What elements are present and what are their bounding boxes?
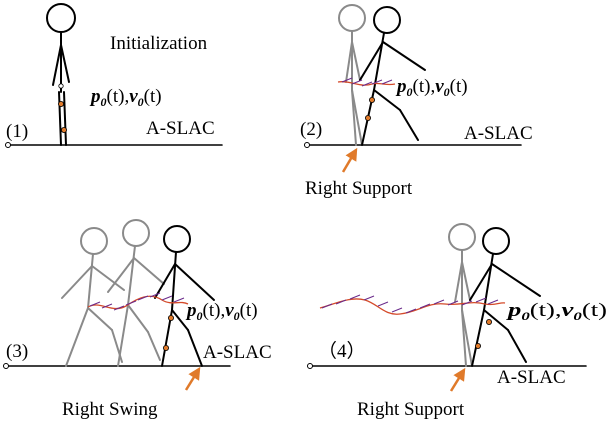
formula: p0(t),v0(t): [185, 300, 258, 323]
phase-caption: Initialization: [110, 33, 208, 54]
ground-origin-marker: [3, 363, 9, 369]
walker-figure: [154, 225, 215, 367]
past-walker-figure: [338, 4, 366, 146]
trajectory: [319, 294, 506, 315]
phase-caption: Right Support: [305, 178, 413, 199]
past-walker-figure: [448, 223, 476, 367]
swing-arrow: [184, 366, 201, 391]
panel-number: (2): [300, 119, 322, 140]
panel-3: (3) A-SLAC Right Swing p0(t),v0(t): [3, 219, 272, 420]
walker-figure: [359, 6, 426, 146]
trajectory: [87, 292, 189, 311]
phase-caption: Right Support: [357, 399, 465, 420]
panel-number: (3): [6, 341, 28, 362]
support-arrow: [449, 367, 466, 392]
system-label: A-SLAC: [464, 123, 533, 144]
system-label: A-SLAC: [497, 367, 566, 388]
formula: p0(t),v0(t): [395, 76, 468, 99]
svg-text:p0(t),v0(t): p0(t),v0(t): [185, 300, 258, 323]
panel-2: (2) A-SLAC Right Support p0(t),v0(t): [300, 4, 533, 199]
system-label: A-SLAC: [146, 118, 215, 139]
formula: p0(t),v0(t): [89, 86, 162, 109]
panel-1: (1) Initialization A-SLAC p0(t),v0(t): [5, 3, 223, 148]
walker-figure: [469, 227, 541, 367]
ground-origin-marker: [5, 142, 11, 148]
system-label: A-SLAC: [203, 342, 272, 363]
trajectory: [337, 77, 396, 87]
svg-text:p0(t),v0(t): p0(t),v0(t): [395, 76, 468, 99]
past-walker-figure: [107, 219, 165, 367]
support-arrow: [341, 147, 358, 173]
past-walker-figure: [61, 227, 125, 367]
panel-number: （4）: [318, 340, 366, 362]
phase-caption: Right Swing: [62, 399, 158, 420]
svg-text:p0(t),v0(t): p0(t),v0(t): [505, 300, 607, 323]
panel-number: (1): [6, 121, 28, 142]
svg-text:p0(t),v0(t): p0(t),v0(t): [89, 86, 162, 109]
ground-origin-marker: [304, 142, 310, 148]
walker-figure: [46, 3, 76, 146]
ground-origin-marker: [307, 363, 313, 369]
